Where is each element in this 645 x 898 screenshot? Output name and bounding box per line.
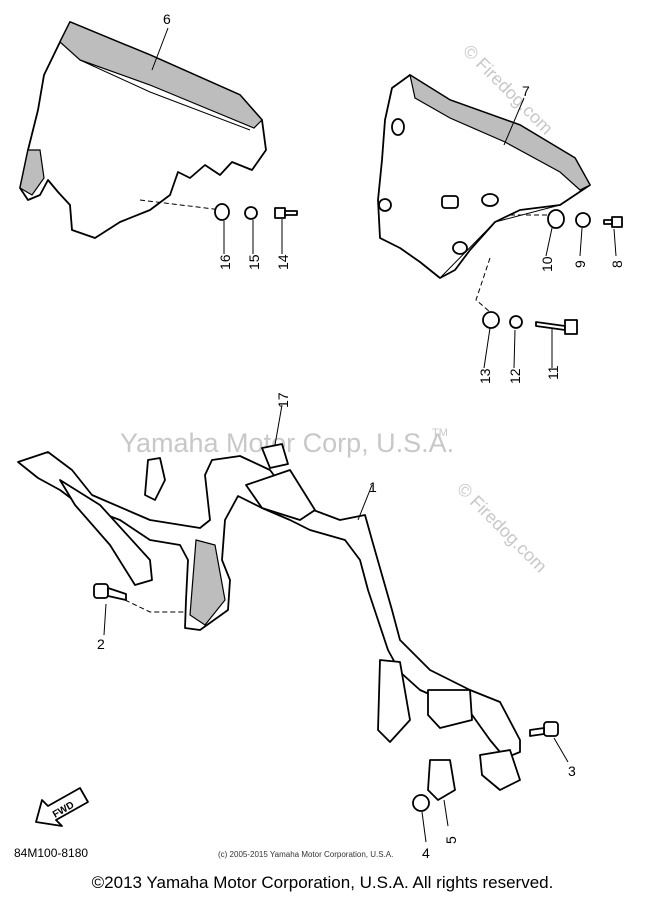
watermark-tm: TM [432,427,448,439]
nut-part-4 [412,794,430,812]
bolt-part-3 [529,721,559,737]
cover-part-6 [19,21,267,239]
copyright-footer: ©2013 Yamaha Motor Corporation, U.S.A. A… [91,873,554,892]
callout-16: 16 [217,254,233,270]
callout-17: 17 [275,392,291,408]
callout-3: 3 [568,763,576,779]
callout-1: 1 [369,479,377,495]
washer-part-15 [244,206,258,220]
callout-15: 15 [246,254,262,270]
hardware-group-right-lower [475,257,578,335]
callout-4: 4 [422,845,430,861]
bolt-part-14 [274,207,286,219]
small-copyright: (c) 2005-2015 Yamaha Motor Corporation, … [218,850,394,859]
bolt-part-2 [93,583,185,613]
hardware-group-right-upper [510,209,623,229]
washer-part-12 [509,315,523,329]
callout-13: 13 [477,368,493,384]
clamp-part-5 [427,759,456,801]
collar-part-16 [214,203,230,221]
forward-arrow-icon: FWD [35,787,89,827]
washer-part-9 [575,212,591,228]
bolt-part-8 [611,216,623,228]
cover-part-7 [377,73,591,279]
callout-6: 6 [163,11,171,27]
callout-10: 10 [539,256,555,272]
callout-8: 8 [609,260,625,268]
callout-11: 11 [545,365,561,380]
collar-part-13 [482,311,500,329]
callout-7: 7 [522,83,530,99]
callout-14: 14 [275,254,291,270]
diagram-code: 84M100-8180 [14,846,89,860]
callout-9: 9 [572,260,588,268]
callout-2: 2 [97,636,105,652]
leader-lines [103,27,617,843]
callout-12: 12 [507,368,523,384]
frame-part-1 [17,451,521,791]
bolt-part-11 [535,321,566,331]
clip-part-17 [261,443,289,469]
callout-5: 5 [443,836,459,844]
hardware-group-left [139,199,298,221]
watermark-site-3: © Firedog.com [453,479,551,577]
watermark-main: Yamaha Motor Corp, U.S.A. [120,428,454,458]
collar-part-10 [547,209,565,229]
